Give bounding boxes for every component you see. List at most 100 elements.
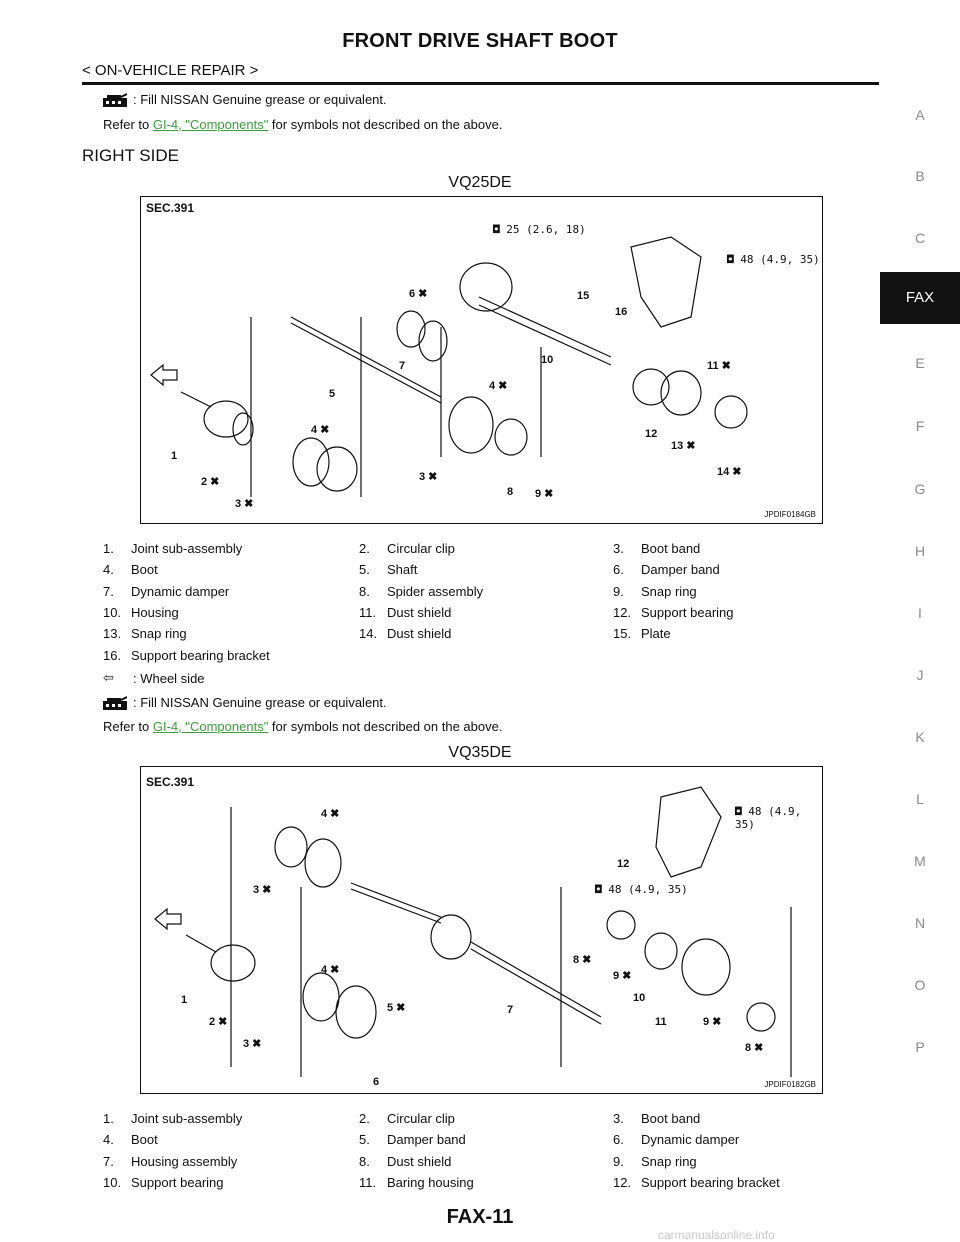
section-tab-h[interactable]: H (914, 543, 926, 559)
legend-cell: 8. Dust shield (359, 1151, 613, 1172)
section-tab-i[interactable]: I (918, 605, 922, 621)
part-number: 10. (103, 1175, 122, 1191)
part-name: Damper band (387, 1132, 466, 1148)
components-link[interactable]: GI-4, "Components" (152, 117, 269, 132)
grease-note-text: : Fill NISSAN Genuine grease or equivale… (133, 92, 387, 107)
section-tab-e[interactable]: E (915, 355, 925, 371)
refer-prefix: Refer to (103, 117, 153, 132)
section-code: SEC.391 (146, 201, 195, 215)
torque-spec: ◘ 48 (4.9, 35) (727, 253, 820, 266)
figure2-title: VQ35DE (448, 744, 512, 761)
torque-value: 48 (4.9, 35) (735, 805, 802, 831)
part-number: 13. (103, 626, 122, 642)
grease-note-text: : Fill NISSAN Genuine grease or equivale… (133, 695, 387, 710)
refer-prefix: Refer to (103, 719, 153, 734)
components-link[interactable]: GI-4, "Components" (152, 719, 269, 734)
part-name: Housing (131, 605, 179, 621)
legend-cell: 3. Boot band (613, 1108, 780, 1129)
part-number: 3. (613, 1111, 624, 1127)
header-rule (82, 82, 879, 85)
callout-7: 7 (399, 360, 405, 372)
legend-cell: 3.Boot band (613, 538, 734, 559)
legend-cell: 7.Housing assembly (103, 1151, 359, 1172)
callout-5: 5 (329, 388, 335, 400)
callout-7: 7 (507, 1004, 513, 1016)
part-number: 9. (613, 1153, 624, 1169)
part-number: 6. (613, 562, 624, 578)
section-tab-k[interactable]: K (915, 729, 925, 745)
page-number: FAX-11 (446, 1206, 514, 1228)
figure-code: JPDIF0184GB (764, 510, 816, 519)
part-number: 11. (359, 605, 377, 621)
part-name: Circular clip (387, 541, 455, 557)
watermark: carmanualsonline.info (658, 1228, 775, 1242)
section-tab-c[interactable]: C (914, 230, 926, 246)
legend-cell: 10.Support bearing (103, 1172, 359, 1193)
part-number: 8. (359, 1153, 370, 1169)
section-tab-o[interactable]: O (914, 977, 926, 993)
callout-10: 10 (541, 354, 553, 366)
grease-icon (103, 92, 127, 107)
legend-cell (613, 644, 734, 665)
callout-5: 5 ✖ (387, 1002, 405, 1014)
section-tab-fax[interactable]: FAX (880, 272, 960, 324)
part-name: Boot band (641, 1111, 701, 1127)
callout-12: 12 (617, 858, 629, 870)
callout-3b: 3 ✖ (419, 471, 437, 483)
legend-cell: 11.Baring housing (359, 1172, 613, 1193)
part-number: 7. (103, 583, 114, 599)
callout-1: 1 (181, 994, 187, 1006)
part-number: 4. (103, 562, 114, 578)
part-name: Joint sub-assembly (131, 1111, 243, 1127)
legend-cell: 14.Dust shield (359, 623, 613, 644)
part-name: Dust shield (387, 605, 452, 621)
callout-13: 13 ✖ (671, 440, 696, 452)
part-number: 2. (359, 1111, 370, 1127)
part-name: Plate (641, 626, 671, 642)
legend-cell: 5. Damper band (359, 1129, 613, 1150)
refer-line: Refer to GI-4, "Components" for symbols … (103, 117, 502, 132)
callout-1: 1 (171, 450, 177, 462)
part-name: Dust shield (387, 1153, 452, 1169)
callout-3b: 3 ✖ (253, 884, 271, 896)
callout-3: 3 ✖ (235, 498, 253, 510)
legend-cell: 7.Dynamic damper (103, 581, 359, 602)
section-tab-b[interactable]: B (915, 168, 925, 184)
section-tab-m[interactable]: M (914, 853, 926, 869)
section-index-tabs: A B C FAX E F G H I J K L M N O P (880, 0, 960, 1242)
callout-4b: 4 ✖ (321, 808, 339, 820)
legend-cell (359, 644, 613, 665)
figure1-title: VQ25DE (448, 174, 512, 191)
part-name: Baring housing (387, 1175, 474, 1191)
section-tab-g[interactable]: G (914, 481, 926, 497)
part-number: 10. (103, 605, 122, 621)
part-name: Boot band (641, 541, 701, 557)
part-name: Housing assembly (131, 1153, 238, 1169)
legend-cell: 9.Snap ring (613, 581, 734, 602)
section-tab-f[interactable]: F (915, 418, 925, 434)
section-tab-p[interactable]: P (915, 1039, 925, 1055)
section-tab-n[interactable]: N (914, 915, 926, 931)
section-tab-j[interactable]: J (916, 667, 924, 683)
part-number: 1. (103, 1111, 114, 1127)
diagram-drawing: 1 2 ✖ 3 ✖ 4 ✖ 5 ✖ 6 7 4 ✖ 3 ✖ 8 ✖ 9 ✖ 10… (154, 786, 792, 1088)
part-name: Shaft (387, 562, 418, 578)
part-name: Snap ring (641, 1153, 697, 1169)
part-number: 6. (613, 1132, 624, 1148)
part-name: Joint sub-assembly (131, 541, 243, 557)
legend-cell: 6.Dynamic damper (613, 1129, 780, 1150)
part-number: 4. (103, 1132, 114, 1148)
legend-cell: 4.Boot (103, 1129, 359, 1150)
section-tab-a[interactable]: A (915, 107, 925, 123)
callout-12: 12 (645, 428, 657, 440)
part-number: 5. (359, 1132, 370, 1148)
callout-3: 3 ✖ (243, 1038, 261, 1050)
section-tab-l[interactable]: L (916, 791, 924, 807)
part-number: 14. (359, 626, 378, 642)
part-name: Support bearing bracket (131, 647, 270, 663)
